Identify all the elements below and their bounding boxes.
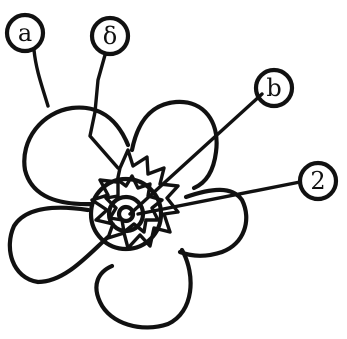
label-b: b [266, 74, 281, 102]
label-delta: δ [103, 22, 117, 50]
petal-top-left [24, 108, 128, 205]
callout-delta: δ [92, 18, 128, 54]
label-two: 2 [310, 167, 325, 195]
leader-line-a [34, 50, 48, 106]
callout-a: a [7, 15, 43, 51]
callout-b: b [256, 70, 292, 106]
leader-line-delta [90, 55, 118, 168]
petals [10, 102, 246, 328]
label-a: a [18, 19, 32, 47]
petal-bottom [96, 250, 190, 327]
callout-two: 2 [300, 163, 336, 199]
